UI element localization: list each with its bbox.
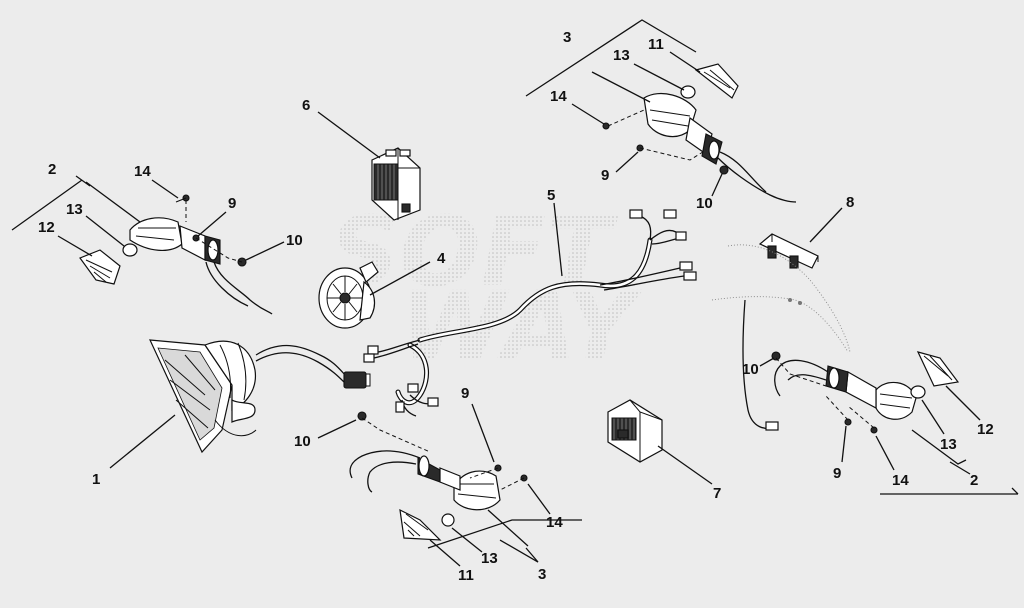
callout-13-right: 13 [940,436,957,453]
watermark: SOFT WAY [330,196,644,383]
leader-4 [369,261,431,296]
callout-14-left: 14 [134,163,151,180]
bracket-2-right [880,487,1019,495]
leader-13-left [85,215,125,247]
leader-9-top [615,151,639,173]
bracket-2-left [11,175,91,231]
leader-3-bottom-a [487,509,529,547]
callout-9-left: 9 [228,195,236,212]
turn-signal-front-left [79,194,273,315]
leader-14-bottom [527,483,551,515]
relay [607,399,663,463]
leader-14-right [875,435,895,471]
callout-14-bottom: 14 [546,514,563,531]
callout-5: 5 [547,187,555,204]
turn-signal-front-right [771,351,960,434]
leader-10-mid [317,419,357,439]
svg-text:WAY: WAY [400,271,644,383]
leader-2-right-a [949,461,971,475]
leader-3-top [591,71,651,103]
leader-10-right [759,357,775,367]
leader-12-left [57,235,93,257]
leader-14-top [571,103,605,125]
callout-12-right: 12 [977,421,994,438]
svg-text:SOFT: SOFT [330,196,618,308]
leader-9-right [841,425,847,463]
turn-signal-rear-top [602,63,797,203]
leader-13-bottom [451,527,483,553]
leader-10-top [711,173,723,197]
leader-2-right-b [911,429,967,465]
callout-9-top: 9 [601,167,609,184]
callout-8: 8 [846,194,854,211]
callout-3-bottom: 3 [538,566,546,583]
leader-9-mid [471,403,495,463]
leader-9-left [197,211,227,237]
leader-2-left [85,181,141,223]
fastener-guide-top [607,109,707,161]
leader-7 [657,445,713,485]
fastener-guide-left [185,200,243,263]
bracket-3-top [525,19,697,97]
leader-11-bottom [429,539,461,567]
leader-14-left [151,179,179,199]
wiring-harness [363,209,697,417]
regulator-top [371,147,421,221]
callout-6: 6 [302,97,310,114]
headlight-assembly [149,339,371,454]
callout-2-right: 2 [970,472,978,489]
leader-13-right [921,399,945,435]
leader-5 [553,202,563,277]
callout-3-top: 3 [563,29,571,46]
callout-14-right: 14 [892,472,909,489]
rear-fender [711,244,851,431]
fastener-guide-bottom [361,417,525,491]
callout-10-right: 10 [742,361,759,378]
callout-4: 4 [437,250,446,267]
leader-8 [809,207,843,243]
leader-13-top [633,63,685,91]
callout-7: 7 [713,485,721,502]
leader-6 [317,111,381,159]
leader-10-left [245,241,285,261]
bracket-3-bottom [427,519,582,549]
bracket-3-bottom-b [499,539,539,563]
callout-9-right: 9 [833,465,841,482]
turn-signal-rear-bottom [349,411,528,541]
leader-1 [109,414,176,469]
connector-block [758,233,819,269]
callout-12-left: 12 [38,219,55,236]
callout-10-left: 10 [286,232,303,249]
callout-14-top: 14 [550,88,567,105]
fastener-guide-right [775,357,875,429]
callout-10-top: 10 [696,195,713,212]
callout-11-top: 11 [648,36,664,53]
callout-13-left: 13 [66,201,83,218]
callout-10-mid: 10 [294,433,311,450]
callout-1: 1 [92,471,100,488]
horn [318,261,379,329]
callout-13-bottom: 13 [481,550,498,567]
callout-9-mid: 9 [461,385,469,402]
callout-13-top: 13 [613,47,630,64]
leader-12-right [945,385,981,421]
callout-11-bottom: 11 [458,567,474,584]
callout-2-left: 2 [48,161,56,178]
leader-11-top [669,51,701,73]
